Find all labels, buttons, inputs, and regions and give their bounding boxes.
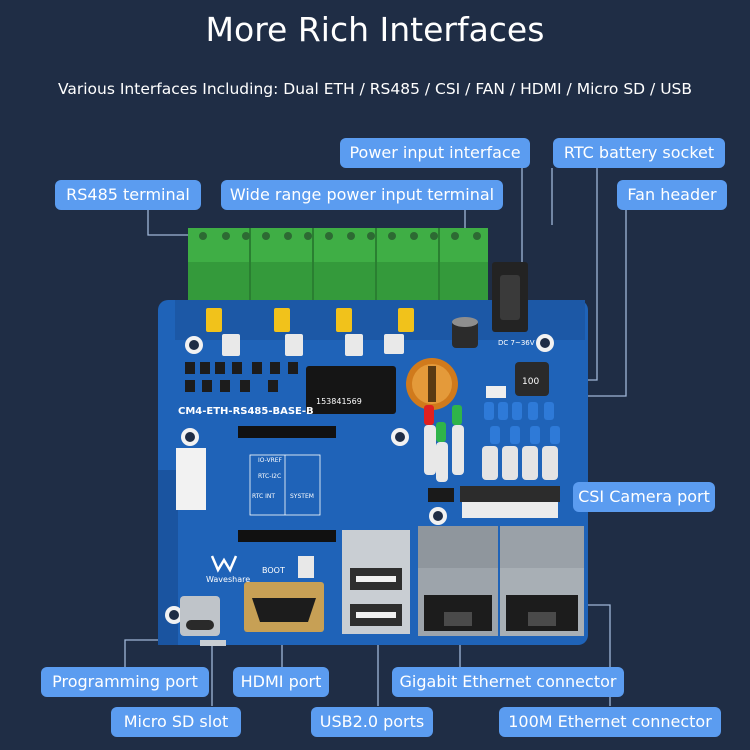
cm4-connector-top [238,426,336,438]
board-model-label: CM4-ETH-RS485-BASE-B [178,406,314,417]
jumpers [206,308,414,332]
cm4-connector-bottom [238,530,336,542]
terminal-blocks [188,228,488,300]
usb-ports [342,530,410,634]
silk-rtc-int: RTC INT [252,493,275,500]
leds [424,402,560,482]
inductor-marking: 100 [522,377,539,387]
callout-rtc-battery-socket: RTC battery socket [553,138,725,168]
callout-wide-range-power-input: Wide range power input terminal [221,180,503,210]
usb-c-opening [186,620,214,630]
callout-hdmi-port: HDMI port [233,667,329,697]
inductor [515,362,549,396]
board-step [158,470,178,645]
silk-io-vref: IO-VREF [258,457,283,464]
page-title: More Rich Interfaces [205,10,545,49]
callout-programming-port: Programming port [41,667,209,697]
silk-system: SYSTEM [290,493,314,500]
smd-components [185,362,298,392]
callout-micro-sd-slot: Micro SD slot [111,707,241,737]
white-pad [176,448,206,510]
brand-label: Waveshare [206,575,250,584]
silk-rtc-i2c: RTC-I2C [258,473,281,480]
callout-csi-camera-port: CSI Camera port [573,482,715,512]
callout-rs485-terminal: RS485 terminal [55,180,201,210]
chip-marking: 153841569 [316,397,362,406]
csi-camera-port [460,486,560,518]
boot-label: BOOT [262,566,285,575]
callout-fan-header: Fan header [617,180,727,210]
dc-jack [492,262,528,332]
page-subtitle: Various Interfaces Including: Dual ETH /… [57,80,693,98]
callout-power-input-interface: Power input interface [340,138,530,168]
capacitor [452,317,478,348]
silkscreen-block [249,454,321,516]
ethernet-100m-connector [500,526,584,636]
brand-logo [210,555,238,573]
dc-label: DC 7~36V [498,339,535,347]
rtc-battery-socket [406,358,458,410]
callout-usb2-ports: USB2.0 ports [311,707,433,737]
callout-100m-ethernet: 100M Ethernet connector [499,707,721,737]
gigabit-ethernet-connector [418,526,498,636]
white-headers [222,334,404,356]
mounting-holes [165,334,554,624]
ethernet-chip [306,366,396,414]
callout-gigabit-ethernet: Gigabit Ethernet connector [392,667,624,697]
fan-header [486,386,506,398]
hdmi-port [244,582,324,632]
micro-sd-slot [200,640,226,646]
small-chip [428,488,454,502]
boot-switch [298,556,314,578]
